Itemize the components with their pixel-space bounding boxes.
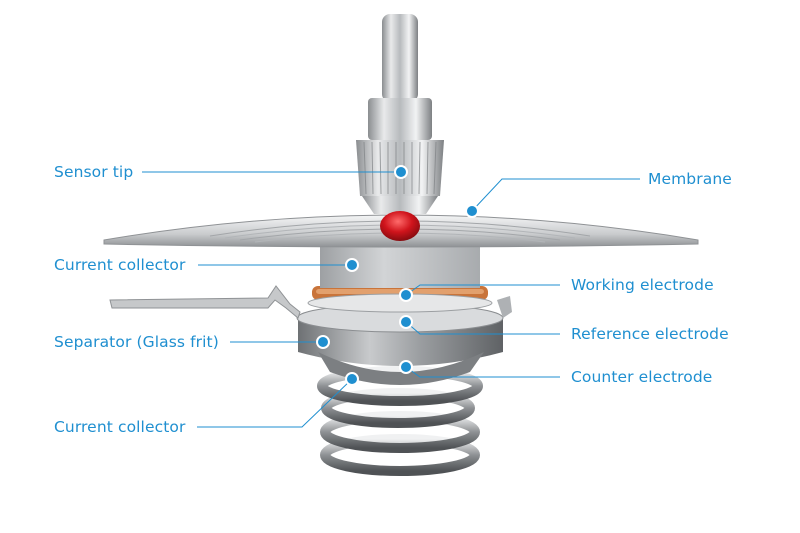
- coil-spring: [317, 366, 483, 476]
- dot-current-collector-top: [345, 258, 359, 272]
- callout-dots: [316, 165, 479, 386]
- contact-strip: [109, 285, 512, 319]
- dot-reference-electrode: [399, 315, 413, 329]
- dot-sensor-tip: [394, 165, 408, 179]
- label-current-collector-bottom: Current collector: [54, 418, 186, 436]
- dot-current-collector-bottom: [345, 372, 359, 386]
- label-membrane: Membrane: [648, 170, 732, 188]
- sensor-tip-red: [380, 211, 420, 241]
- dot-working-electrode: [399, 288, 413, 302]
- working-electrode: [307, 286, 493, 313]
- sensor-tip-shaft: [356, 14, 444, 214]
- label-separator: Separator (Glass frit): [54, 333, 219, 351]
- dot-separator: [316, 335, 330, 349]
- dot-membrane: [465, 204, 479, 218]
- label-sensor-tip: Sensor tip: [54, 163, 134, 181]
- dot-counter-electrode: [399, 360, 413, 374]
- label-working-electrode: Working electrode: [571, 276, 714, 294]
- label-reference-electrode: Reference electrode: [571, 325, 729, 343]
- label-current-collector-top: Current collector: [54, 256, 186, 274]
- label-counter-electrode: Counter electrode: [571, 368, 713, 386]
